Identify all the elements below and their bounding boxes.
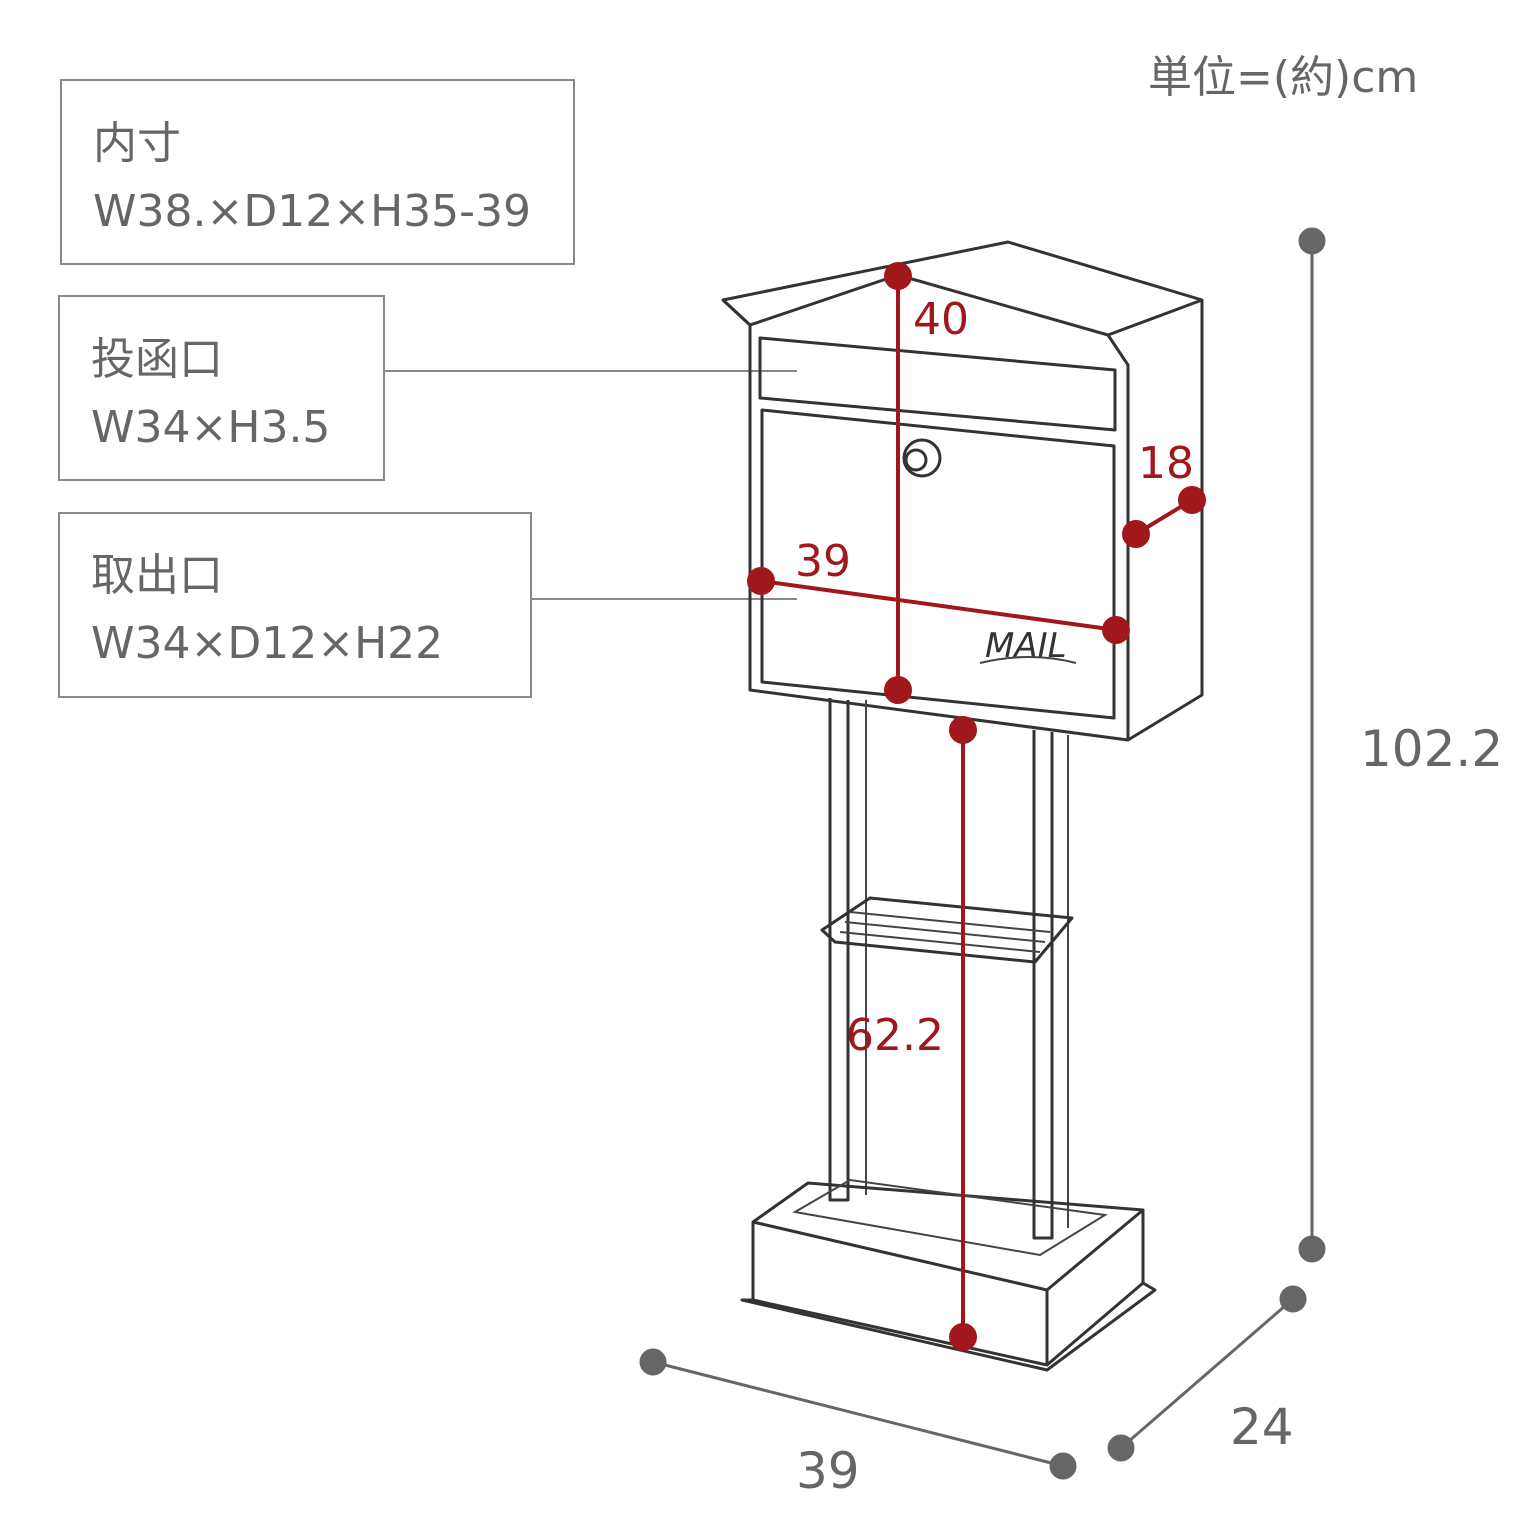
inner-dimension-title: 内寸 (93, 118, 181, 169)
mailbox-illustration: MAIL (721, 240, 1204, 1372)
overall-dimensions (639, 227, 1326, 1480)
mail-slot-value: W34×H3.5 (91, 402, 330, 453)
retrieval-door-value: W34×D12×H22 (91, 618, 443, 669)
inner-dimension-box: 内寸 W38.×D12×H35-39 (60, 79, 575, 265)
unit-label: 単位=(約)cm (1148, 52, 1418, 103)
mail-slot-title: 投函口 (91, 334, 223, 385)
mail-slot-box: 投函口 W34×H3.5 (58, 295, 797, 481)
box-height-label: 40 (913, 294, 969, 345)
red-dimensions (747, 262, 1206, 1351)
total-height-label: 102.2 (1360, 720, 1503, 778)
retrieval-door-box: 取出口 W34×D12×H22 (58, 512, 797, 698)
overall-width-label: 39 (796, 1442, 860, 1500)
stand-height-label: 62.2 (846, 1010, 944, 1061)
box-depth-label: 18 (1138, 438, 1194, 489)
overall-depth-label: 24 (1230, 1398, 1294, 1456)
inner-dimension-value: W38.×D12×H35-39 (93, 186, 531, 237)
retrieval-door-title: 取出口 (91, 550, 223, 601)
box-width-label: 39 (795, 536, 851, 587)
